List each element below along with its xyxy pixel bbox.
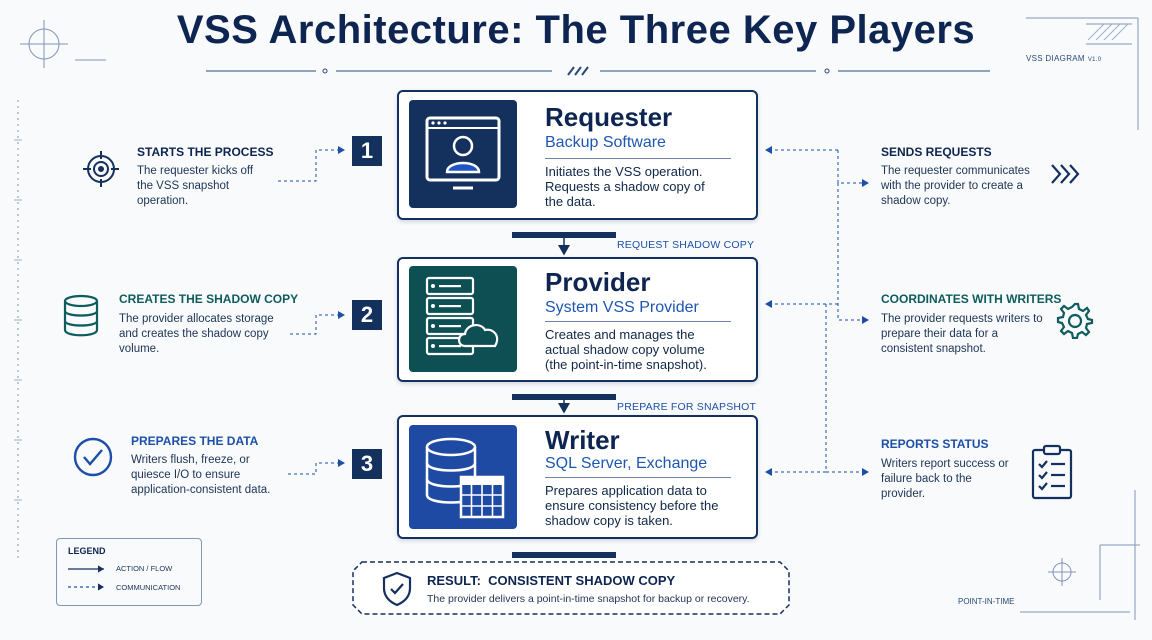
legend-box bbox=[56, 538, 202, 606]
note-heading-coordinates: COORDINATES WITH WRITERS bbox=[881, 292, 1062, 306]
gear-icon bbox=[1056, 301, 1094, 344]
note-heading-reports: REPORTS STATUS bbox=[881, 437, 989, 451]
note-heading-starts: STARTS THE PROCESS bbox=[137, 145, 274, 159]
note-heading-creates: CREATES THE SHADOW COPY bbox=[119, 292, 299, 306]
note-heading-prepares: PREPARES THE DATA bbox=[131, 434, 259, 448]
result-banner bbox=[352, 561, 790, 615]
check-circle-icon bbox=[72, 436, 114, 483]
database-icon bbox=[62, 294, 100, 343]
writer-title: Writer bbox=[545, 425, 620, 455]
requester-subtitle: Backup Software bbox=[545, 134, 666, 151]
result-heading: RESULT: CONSISTENT SHADOW COPY bbox=[427, 573, 676, 588]
note-text-coordinates: The provider requests writers to prepare… bbox=[881, 313, 1043, 355]
chevrons-right-icon bbox=[1050, 163, 1084, 190]
step-number-2: 2 bbox=[352, 300, 382, 330]
legend-action-label: ACTION / FLOW bbox=[116, 564, 173, 573]
database-table-icon bbox=[409, 425, 517, 529]
flow-label-prepare: PREPARE FOR SNAPSHOT bbox=[617, 401, 757, 413]
monitor-user-icon bbox=[409, 100, 517, 208]
requester-card: Requester Backup Software Initiates the … bbox=[397, 90, 758, 220]
server-cloud-icon bbox=[409, 266, 517, 372]
target-icon bbox=[82, 150, 120, 193]
shield-check-icon bbox=[382, 571, 412, 612]
note-heading-sends: SENDS REQUESTS bbox=[881, 145, 992, 159]
result-text: The provider delivers a point-in-time sn… bbox=[427, 593, 750, 605]
writer-subtitle: SQL Server, Exchange bbox=[545, 455, 708, 472]
provider-description: Creates and manages the actual shadow co… bbox=[545, 327, 707, 372]
note-text-creates: The provider allocates storage and creat… bbox=[119, 313, 274, 355]
corner-label: POINT-IN-TIME bbox=[958, 597, 1015, 606]
page-title: VSS Architecture: The Three Key Players bbox=[176, 8, 976, 52]
requester-description: Initiates the VSS operation. Requests a … bbox=[545, 164, 705, 209]
flow-label-request: REQUEST SHADOW COPY bbox=[617, 239, 755, 251]
legend-communication-label: COMMUNICATION bbox=[116, 583, 181, 592]
step-number-1: 1 bbox=[352, 136, 382, 166]
note-text-prepares: Writers flush, freeze, or quiesce I/O to… bbox=[131, 454, 271, 496]
provider-card: Provider System VSS Provider Creates and… bbox=[397, 257, 758, 382]
step-number-3: 3 bbox=[352, 449, 382, 479]
writer-card: Writer SQL Server, Exchange Prepares app… bbox=[397, 415, 758, 539]
note-text-sends: The requester communicates with the prov… bbox=[881, 165, 1030, 207]
note-text-reports: Writers report success or failure back t… bbox=[881, 458, 1009, 500]
legend-lines bbox=[68, 565, 104, 591]
provider-subtitle: System VSS Provider bbox=[545, 299, 699, 316]
writer-description: Prepares application data to ensure cons… bbox=[545, 483, 719, 528]
clipboard-checklist-icon bbox=[1030, 444, 1074, 505]
requester-title: Requester bbox=[545, 102, 673, 132]
provider-title: Provider bbox=[545, 267, 651, 297]
legend-title: LEGEND bbox=[68, 546, 106, 556]
note-text-starts: The requester kicks off the VSS snapshot… bbox=[137, 165, 254, 207]
